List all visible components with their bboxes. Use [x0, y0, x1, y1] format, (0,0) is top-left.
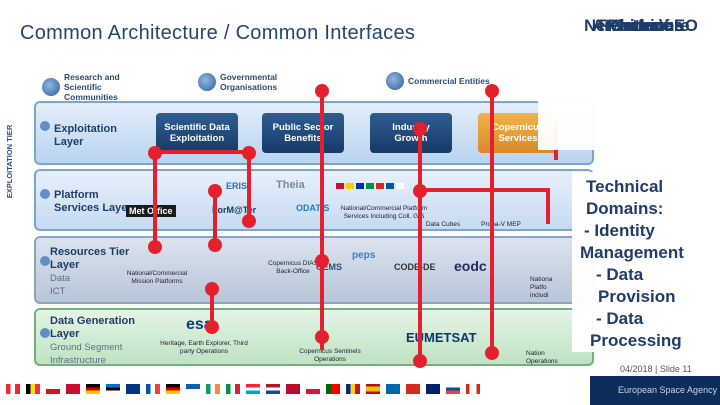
footer: European Space Agency [0, 376, 720, 405]
logo-theia: Theia [276, 179, 305, 191]
connector-node [413, 354, 427, 368]
connector-node [205, 282, 219, 296]
logo-code-de: CODE-DE [394, 262, 436, 272]
resources-layer-label: Resources Tier Layer Data ICT [50, 246, 130, 297]
slide-title: Common Architecture / Common Interfaces [20, 22, 416, 44]
logo-eodc: eodc [454, 258, 487, 274]
connector-node [315, 330, 329, 344]
connector-line [418, 128, 422, 360]
connector-line [153, 152, 157, 248]
layer-bullet-icon [40, 189, 50, 199]
globe-icon [386, 72, 404, 90]
connector-node [485, 84, 499, 98]
connector-node [208, 184, 222, 198]
esa-brand-bar: European Space Agency [590, 376, 720, 405]
caption-national-mission-platforms: National/Commercial Mission Platforms [126, 270, 188, 285]
platform-layer-label: Platform Services Layer [54, 189, 132, 214]
caption-national-platforms-right: Nationa Platfo includi [530, 276, 553, 299]
connector-node [148, 146, 162, 160]
exploitation-tier-label: EXPLOITATION TIER [5, 124, 15, 199]
logo-met-office: Met Office [126, 205, 176, 217]
layer-bullet-icon [40, 328, 50, 338]
resources-tier-layer: Resources Tier Layer Data ICT National/C… [34, 236, 594, 304]
connector-node [242, 146, 256, 160]
connector-node [148, 240, 162, 254]
logo-format: ForM@Ter [212, 205, 257, 215]
platform-flags [336, 183, 404, 189]
caption-esa-operations: Heritage, Earth Explorer, Third party Op… [160, 340, 248, 355]
logo-odatis: ODATIS [296, 203, 330, 213]
data-generation-layer: Data Generation Layer Ground Segment Inf… [34, 308, 594, 366]
caption-data-cubes: Data Cubes [425, 221, 461, 228]
connector-line [213, 188, 217, 246]
connector-node [315, 254, 329, 268]
callout-generic-platform: Generic Platform Architecture within Net… [538, 0, 720, 150]
stakeholder-commercial: Commercial Entities [386, 72, 498, 90]
layer-bullet-icon [40, 256, 50, 266]
platform-services-layer: Platform Services Layer ERIS Theia Met O… [34, 169, 594, 231]
caption-copernicus-dias: Copernicus DIAS Back-Office [268, 260, 318, 275]
globe-icon [198, 73, 216, 91]
connector-line [490, 90, 494, 352]
layer-bullet-icon [40, 121, 50, 131]
connector-line [210, 286, 214, 326]
connector-line [153, 150, 249, 154]
stakeholder-governmental: Governmental Organisations [198, 72, 310, 92]
connector-line [320, 90, 324, 350]
connector-line [546, 190, 550, 224]
caption-copernicus-sentinels: Copernicus Sentinels Operations [299, 348, 361, 363]
member-state-flags [6, 384, 480, 394]
logo-eris: ERIS [226, 181, 248, 191]
connector-node [205, 320, 219, 334]
logo-cems: CEMS [316, 262, 343, 272]
caption-national-platform-services: National/Commercial Platform Services In… [340, 205, 428, 220]
exploitation-layer-label: Exploitation Layer [54, 123, 117, 148]
connector-node [242, 214, 256, 228]
slide-number: 04/2018 | Slide 11 [620, 364, 692, 374]
connector-line [247, 152, 251, 222]
logo-peps: peps [352, 250, 376, 261]
stakeholder-research: Research and Scientific Communities [42, 72, 154, 102]
connector-node [208, 238, 222, 252]
callout-technical-domains: Technical Domains: - Identity Management… [572, 172, 720, 352]
logo-eumetsat: EUMETSAT [406, 330, 477, 345]
connector-node [413, 184, 427, 198]
caption-proba-v-mep: Proba-V MEP [481, 221, 521, 228]
stakeholder-row: Research and Scientific Communities Gove… [36, 72, 596, 102]
connector-node [485, 346, 499, 360]
connector-node [413, 122, 427, 136]
caption-national-operations: Nation Operations [526, 350, 558, 365]
datagen-layer-label: Data Generation Layer Ground Segment Inf… [50, 315, 135, 366]
globe-icon [42, 78, 60, 96]
connector-line [418, 188, 550, 192]
connector-node [315, 84, 329, 98]
